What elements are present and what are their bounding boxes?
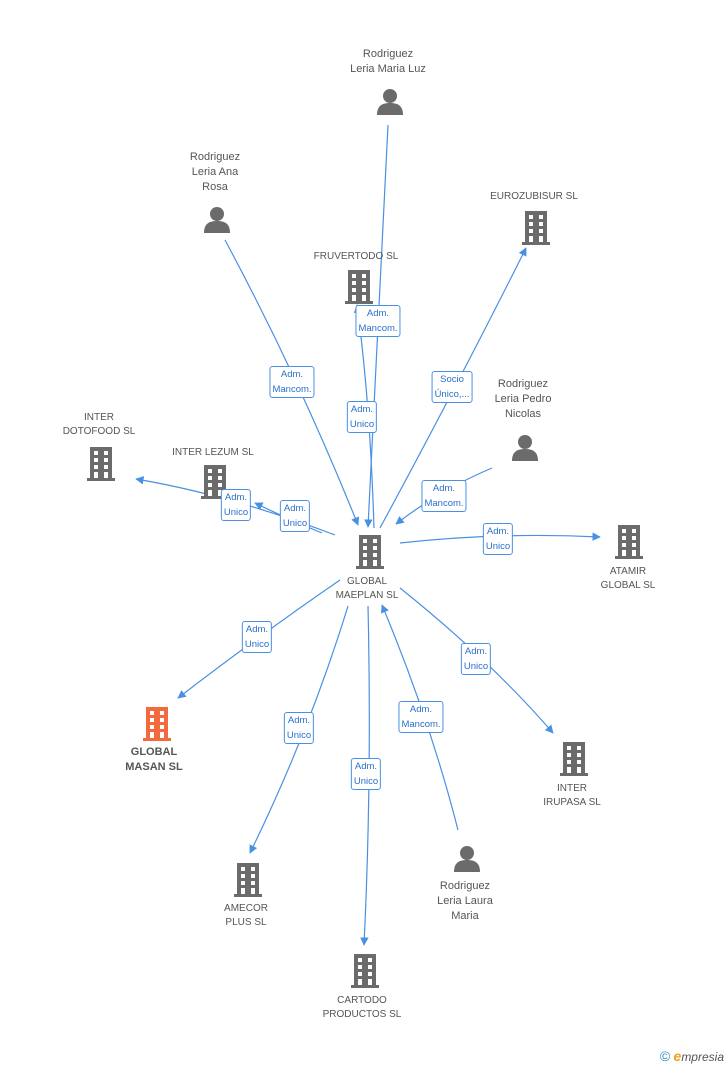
node-label-cartodo-productos[interactable]: CARTODO PRODUCTOS SL bbox=[322, 995, 402, 1020]
node-label-inter-dotofood[interactable]: INTER DOTOFOOD SL bbox=[62, 412, 136, 437]
building-icon[interactable] bbox=[234, 863, 262, 897]
node-label-global-maeplan[interactable]: GLOBAL MAEPLAN SL bbox=[335, 576, 399, 601]
edge-label[interactable]: Adm. Unico bbox=[460, 643, 492, 675]
node-label-leria-laura-maria[interactable]: Rodriguez Leria Laura Maria bbox=[437, 880, 493, 922]
node-label-leria-ana-rosa[interactable]: Rodriguez Leria Ana Rosa bbox=[189, 151, 241, 193]
person-icon[interactable] bbox=[454, 846, 480, 872]
building-icon[interactable] bbox=[345, 270, 373, 304]
empresia-logo: © empresia bbox=[660, 1048, 724, 1064]
node-label-eurozubisur[interactable]: EUROZUBISUR SL bbox=[490, 191, 578, 202]
edge-label[interactable]: Adm. Unico bbox=[241, 621, 273, 653]
edge-label[interactable]: Adm. Unico bbox=[350, 758, 382, 790]
building-icon[interactable] bbox=[87, 447, 115, 481]
edge-label[interactable]: Adm. Unico bbox=[283, 712, 315, 744]
edge-label[interactable]: Adm. Unico bbox=[279, 500, 311, 532]
edge-label[interactable]: Adm. Unico bbox=[220, 489, 252, 521]
copyright-icon: © bbox=[659, 1048, 671, 1064]
brand-initial: e bbox=[673, 1048, 682, 1064]
brand-name: mpresia bbox=[681, 1050, 724, 1064]
edge-label[interactable]: Adm. Unico bbox=[482, 523, 514, 555]
building-icon[interactable] bbox=[615, 525, 643, 559]
icons-layer bbox=[87, 89, 643, 988]
edge-label[interactable]: Adm. Mancom. bbox=[421, 480, 467, 512]
edge-label[interactable]: Adm. Unico bbox=[346, 401, 378, 433]
node-label-atamir-global[interactable]: ATAMIR GLOBAL SL bbox=[600, 566, 656, 591]
node-label-fruvertodo[interactable]: FRUVERTODO SL bbox=[313, 251, 399, 262]
building-icon[interactable] bbox=[356, 535, 384, 569]
node-label-leria-maria-luz[interactable]: Rodriguez Leria Maria Luz bbox=[350, 48, 426, 75]
person-icon[interactable] bbox=[377, 89, 403, 115]
node-label-global-masan[interactable]: GLOBAL MASAN SL bbox=[125, 746, 183, 773]
edge-label[interactable]: Adm. Mancom. bbox=[398, 701, 444, 733]
node-label-inter-irupasa[interactable]: INTER IRUPASA SL bbox=[543, 783, 601, 808]
node-label-inter-lezum[interactable]: INTER LEZUM SL bbox=[172, 447, 254, 458]
building-icon[interactable] bbox=[143, 707, 171, 741]
edge-label[interactable]: Socio Único,... bbox=[431, 371, 473, 403]
building-icon[interactable] bbox=[560, 742, 588, 776]
building-icon[interactable] bbox=[522, 211, 550, 245]
node-label-leria-pedro-nicolas[interactable]: Rodriguez Leria Pedro Nicolas bbox=[494, 378, 552, 420]
person-icon[interactable] bbox=[204, 207, 230, 233]
building-icon[interactable] bbox=[351, 954, 379, 988]
edge-label[interactable]: Adm. Mancom. bbox=[355, 305, 401, 337]
person-icon[interactable] bbox=[512, 435, 538, 461]
edge-label[interactable]: Adm. Mancom. bbox=[269, 366, 315, 398]
node-label-amecor-plus[interactable]: AMECOR PLUS SL bbox=[224, 903, 268, 928]
